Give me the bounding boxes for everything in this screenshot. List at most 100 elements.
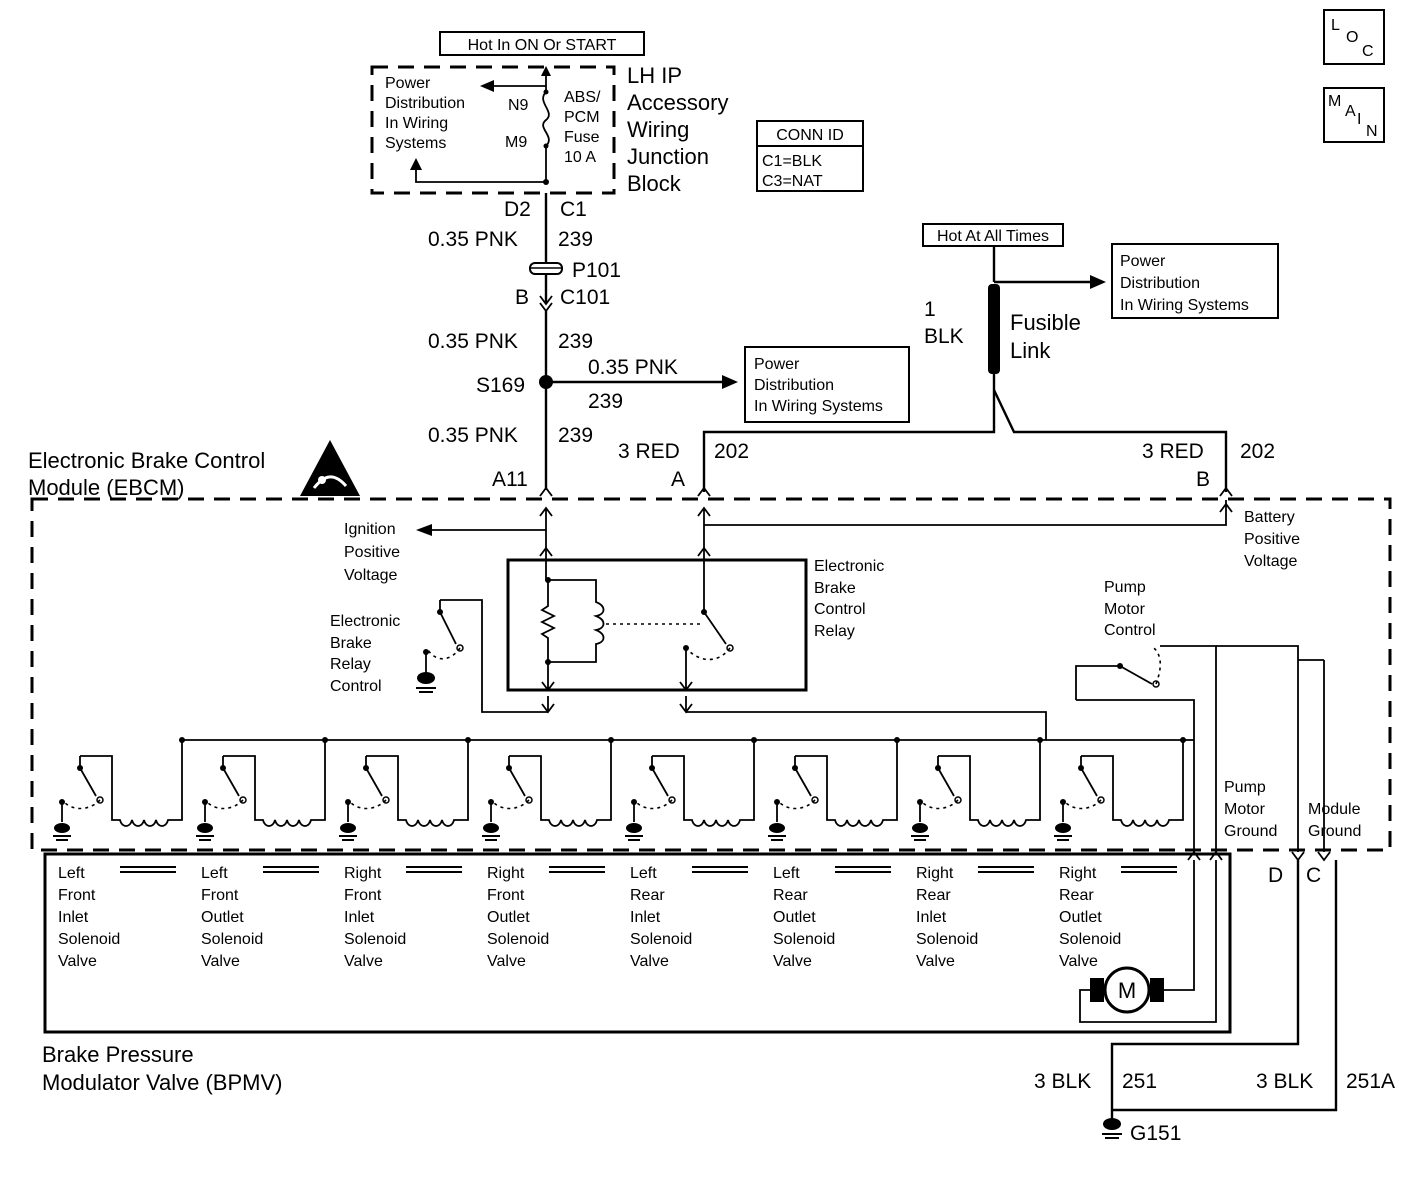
fl-gauge-2: BLK xyxy=(924,325,964,348)
loc-letter-l: L xyxy=(1331,17,1340,34)
b-connector-icon xyxy=(1219,486,1233,497)
wire2-circuit: 239 xyxy=(558,330,593,353)
valve-4-line-4: Valve xyxy=(630,953,669,970)
valve-1-line-1: Front xyxy=(201,887,239,904)
pin-c-label: C xyxy=(1306,864,1321,887)
valve-6-line-4: Valve xyxy=(916,953,955,970)
wire-251 xyxy=(1110,860,1300,1118)
pin-b-label: B xyxy=(1196,468,1210,491)
relay-coil-icon xyxy=(548,579,605,663)
conn-id-c3: C3=NAT xyxy=(762,173,823,190)
rc-label-4: Control xyxy=(330,678,382,695)
ign-label-1: Ignition xyxy=(344,521,396,538)
fl-gauge-1: 1 xyxy=(924,298,936,321)
pin-a-label: A xyxy=(671,468,685,491)
pd-top-label-4: Systems xyxy=(385,135,446,152)
pmg-label-1: Pump xyxy=(1224,779,1266,796)
c1-label: C1 xyxy=(560,198,587,221)
main-letter-a: A xyxy=(1345,103,1356,120)
solenoid-driver-2 xyxy=(339,737,471,841)
g151-ground-icon xyxy=(1102,1118,1122,1139)
b-label: B xyxy=(515,286,529,309)
valve-7-line-3: Solenoid xyxy=(1059,931,1121,948)
pmg-label-3: Ground xyxy=(1224,823,1277,840)
batt-label-2: Positive xyxy=(1244,531,1300,548)
bpmv-label-1: Brake Pressure xyxy=(42,1042,194,1067)
motor-label: M xyxy=(1118,978,1136,1003)
pd-top-return-wire xyxy=(415,168,546,183)
s169-label: S169 xyxy=(476,374,525,397)
valve-1-line-2: Outlet xyxy=(201,909,244,926)
relay-label-3: Control xyxy=(814,601,866,618)
jb-label-3: Wiring xyxy=(627,117,689,142)
valve-1-line-3: Solenoid xyxy=(201,931,263,948)
rc-label-2: Brake xyxy=(330,635,372,652)
g-c-circuit: 251A xyxy=(1346,1070,1395,1093)
main-box[interactable] xyxy=(1323,87,1385,143)
valve-labels: LeftFrontInletSolenoidValveLeftFrontOutl… xyxy=(58,865,1177,970)
g-c-gauge: 3 BLK xyxy=(1256,1070,1313,1093)
pump-motor-icon xyxy=(1103,966,1151,1014)
pmc-label-1: Pump xyxy=(1104,579,1146,596)
valve-7-line-4: Valve xyxy=(1059,953,1098,970)
wire3-circuit: 239 xyxy=(588,390,623,413)
solenoid-driver-6 xyxy=(911,737,1043,841)
valve-4-line-1: Rear xyxy=(630,887,665,904)
pd-right-label-2: Distribution xyxy=(1120,275,1200,292)
fusible-label-2: Link xyxy=(1010,338,1051,363)
jb-label-4: Junction xyxy=(627,144,709,169)
relay-label-1: Electronic xyxy=(814,558,884,575)
relay-switch-icon xyxy=(703,580,727,645)
pump-connectors-icon xyxy=(1187,850,1223,861)
valve-3-line-2: Outlet xyxy=(487,909,530,926)
valve-6-line-1: Rear xyxy=(916,887,951,904)
conn-id-box xyxy=(756,120,864,192)
hot-at-all-label: Hot At All Times xyxy=(937,228,1049,245)
ign-label-3: Voltage xyxy=(344,567,397,584)
pd-mid-label-3: In Wiring Systems xyxy=(754,398,883,415)
main-letter-i: I xyxy=(1357,111,1361,128)
relay-label-4: Relay xyxy=(814,623,855,640)
valve-0-line-2: Inlet xyxy=(58,909,89,926)
pd-right-arrow-icon xyxy=(1090,275,1106,289)
relay-label-2: Brake xyxy=(814,580,856,597)
valve-3-line-4: Valve xyxy=(487,953,526,970)
bpmv-outline xyxy=(43,852,1232,1034)
solenoid-driver-4 xyxy=(625,737,757,841)
g151-label: G151 xyxy=(1130,1122,1181,1145)
valve-3-line-1: Front xyxy=(487,887,525,904)
relay-resistor-icon xyxy=(539,580,557,662)
valve-0-line-3: Solenoid xyxy=(58,931,120,948)
hot-in-on-label: Hot In ON Or START xyxy=(468,37,617,54)
relay-box xyxy=(506,558,808,692)
conn-id-title: CONN ID xyxy=(776,127,844,144)
pd-mid-arrow-icon xyxy=(722,375,738,389)
rc-label-1: Electronic xyxy=(330,613,400,630)
loc-box[interactable] xyxy=(1323,9,1385,65)
pin-d-label: D xyxy=(1268,864,1283,887)
wire1-circuit: 239 xyxy=(558,228,593,251)
solenoid-driver-7 xyxy=(1054,737,1186,841)
g-d-circuit: 251 xyxy=(1122,1070,1157,1093)
pd-right-box xyxy=(1111,243,1279,319)
valve-4-line-2: Inlet xyxy=(630,909,661,926)
pd-top-label-1: Power xyxy=(385,75,431,92)
pd-mid-box xyxy=(744,346,910,423)
wire-251a xyxy=(1112,860,1338,1112)
d2-label: D2 xyxy=(504,198,531,221)
batt-label-3: Voltage xyxy=(1244,553,1297,570)
a-connector-icon xyxy=(697,486,711,497)
ign-label-2: Positive xyxy=(344,544,400,561)
valve-4-line-3: Solenoid xyxy=(630,931,692,948)
red-a-gauge: 3 RED xyxy=(618,440,680,463)
fusible-link-icon xyxy=(988,284,1000,374)
valve-5-line-2: Outlet xyxy=(773,909,816,926)
wire3-gauge: 0.35 PNK xyxy=(588,356,678,379)
solenoid-driver-1 xyxy=(196,737,328,841)
fuse-up-arrow-icon xyxy=(541,66,551,76)
a11-label: A11 xyxy=(492,468,528,491)
